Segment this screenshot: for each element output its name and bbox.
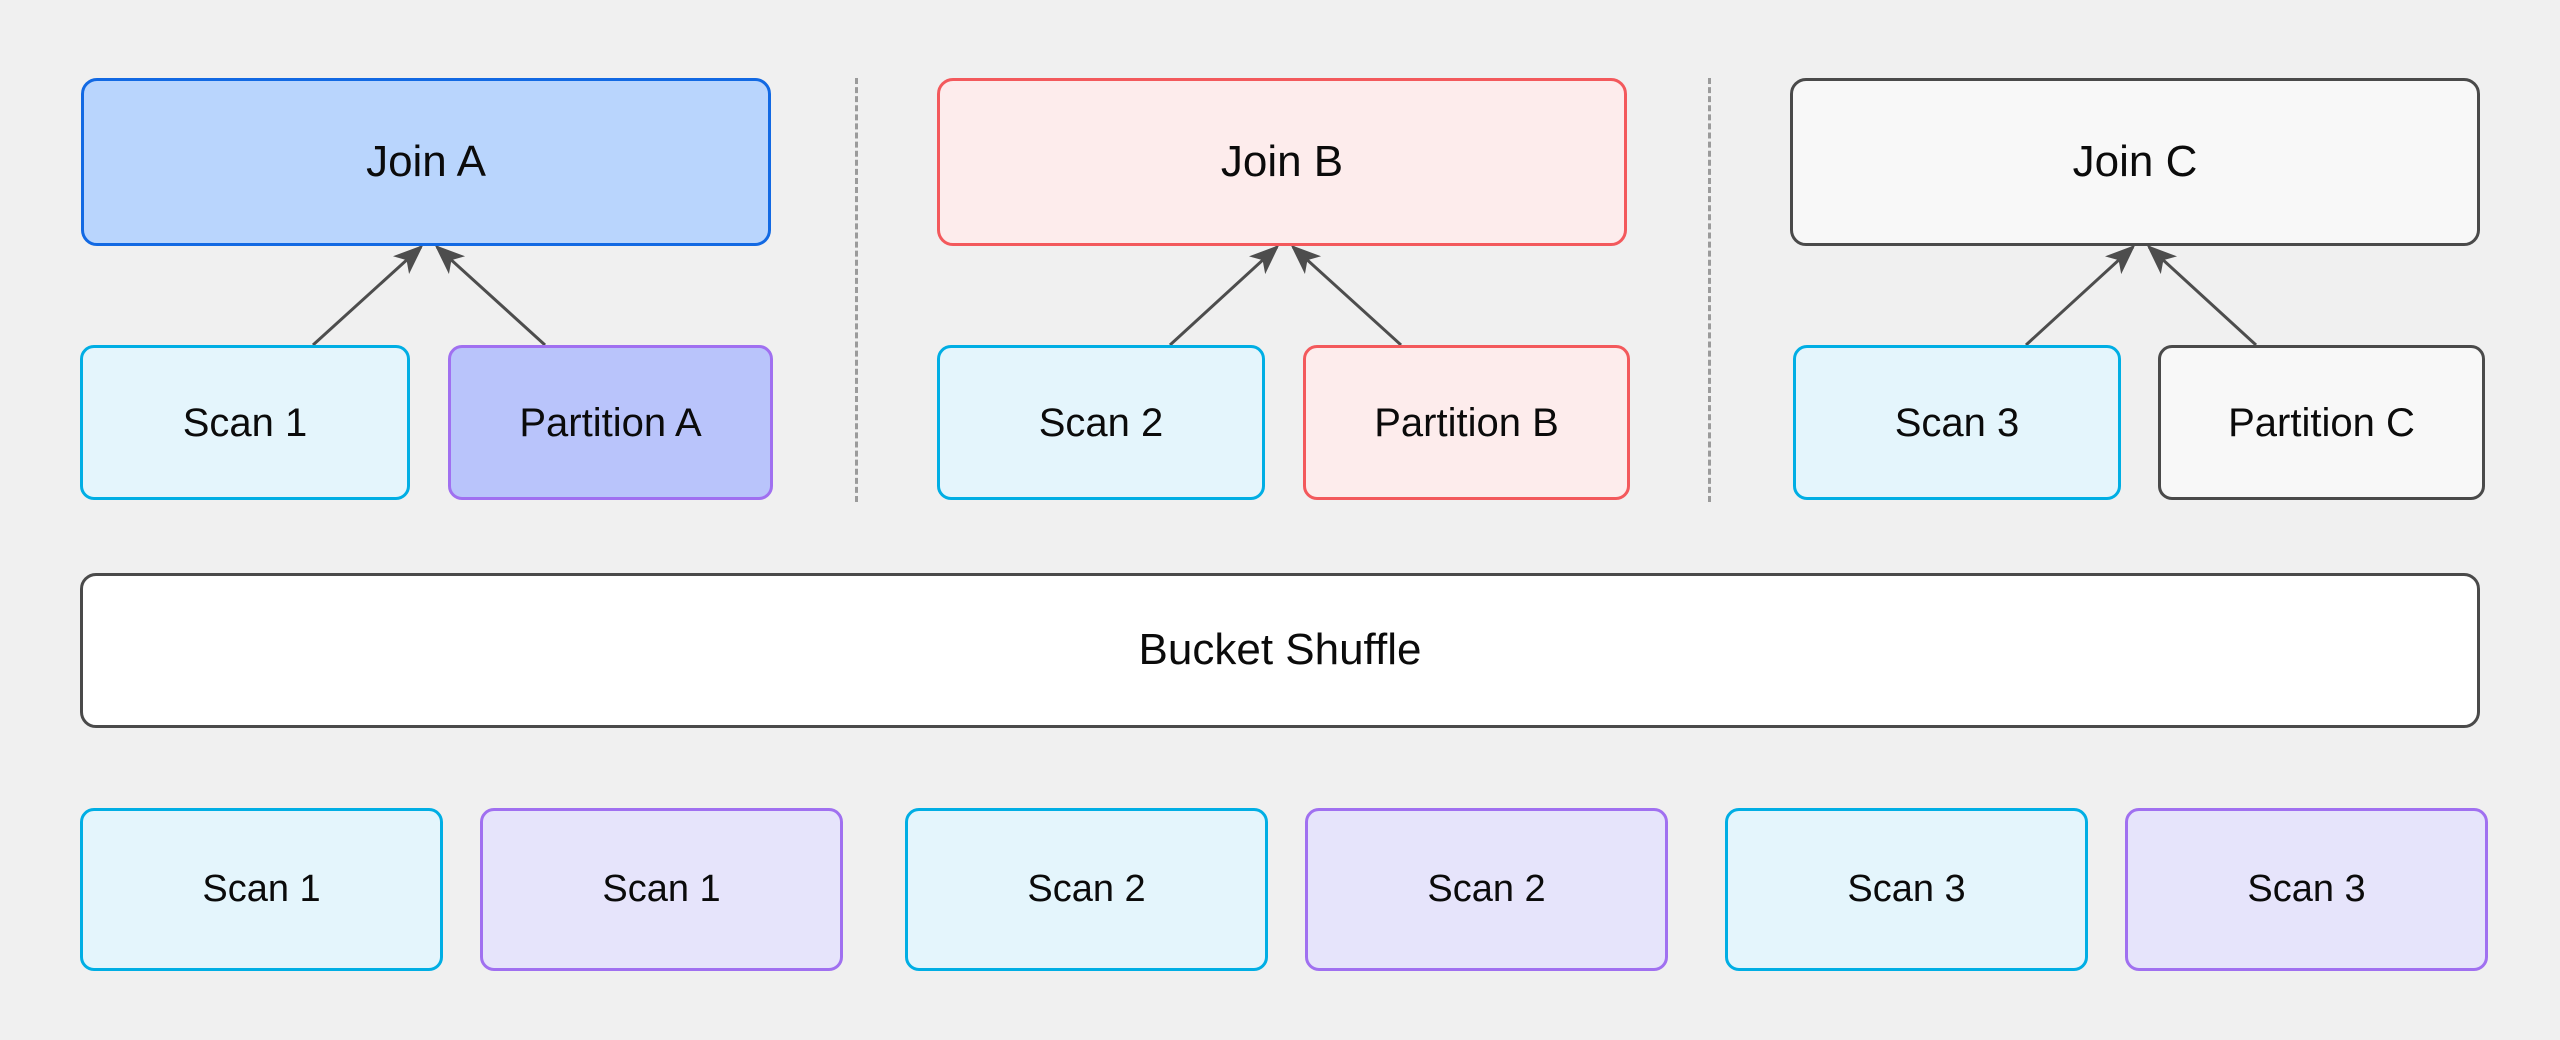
bottom-scan-box-3[interactable]: Scan 2 [905, 808, 1268, 971]
scan-1-box[interactable]: Scan 1 [80, 345, 410, 500]
scan-3-label: Scan 3 [1894, 400, 2020, 445]
scan-3-box[interactable]: Scan 3 [1793, 345, 2121, 500]
scan-1-label: Scan 1 [182, 400, 308, 445]
edge-scan3-to-joinc [2024, 244, 2136, 347]
bottom-scan-label-5: Scan 3 [1847, 867, 1966, 910]
partition-b-label: Partition B [1374, 400, 1559, 445]
join-b-label: Join B [1220, 136, 1344, 186]
edge-scan1-to-joina [311, 244, 424, 347]
partition-b-box[interactable]: Partition B [1303, 345, 1630, 500]
join-a-box[interactable]: Join A [81, 78, 771, 246]
partition-a-box[interactable]: Partition A [448, 345, 773, 500]
edge-partitionc-to-joinc [2146, 244, 2258, 347]
bottom-scan-box-1[interactable]: Scan 1 [80, 808, 443, 971]
edge-partitiona-to-joina [434, 244, 547, 347]
partition-a-label: Partition A [519, 400, 702, 445]
separator-a-b [855, 78, 858, 502]
separator-b-c [1708, 78, 1711, 502]
bottom-scan-label-6: Scan 3 [2247, 867, 2366, 910]
partition-c-label: Partition C [2228, 400, 2415, 445]
edge-partitionb-to-joinb [1290, 244, 1403, 347]
bucket-shuffle-box[interactable]: Bucket Shuffle [80, 573, 2480, 728]
bottom-scan-label-1: Scan 1 [202, 867, 321, 910]
bottom-scan-label-2: Scan 1 [602, 867, 721, 910]
join-c-label: Join C [2072, 136, 2198, 186]
scan-2-box[interactable]: Scan 2 [937, 345, 1265, 500]
bottom-scan-box-4[interactable]: Scan 2 [1305, 808, 1668, 971]
join-b-box[interactable]: Join B [937, 78, 1627, 246]
edge-scan2-to-joinb [1168, 244, 1280, 347]
bottom-scan-label-4: Scan 2 [1427, 867, 1546, 910]
bottom-scan-box-5[interactable]: Scan 3 [1725, 808, 2088, 971]
scan-2-label: Scan 2 [1038, 400, 1164, 445]
bucket-shuffle-label: Bucket Shuffle [1138, 625, 1422, 675]
partition-c-box[interactable]: Partition C [2158, 345, 2485, 500]
join-c-box[interactable]: Join C [1790, 78, 2480, 246]
bottom-scan-label-3: Scan 2 [1027, 867, 1146, 910]
bottom-scan-box-6[interactable]: Scan 3 [2125, 808, 2488, 971]
join-a-label: Join A [366, 136, 486, 186]
bottom-scan-box-2[interactable]: Scan 1 [480, 808, 843, 971]
